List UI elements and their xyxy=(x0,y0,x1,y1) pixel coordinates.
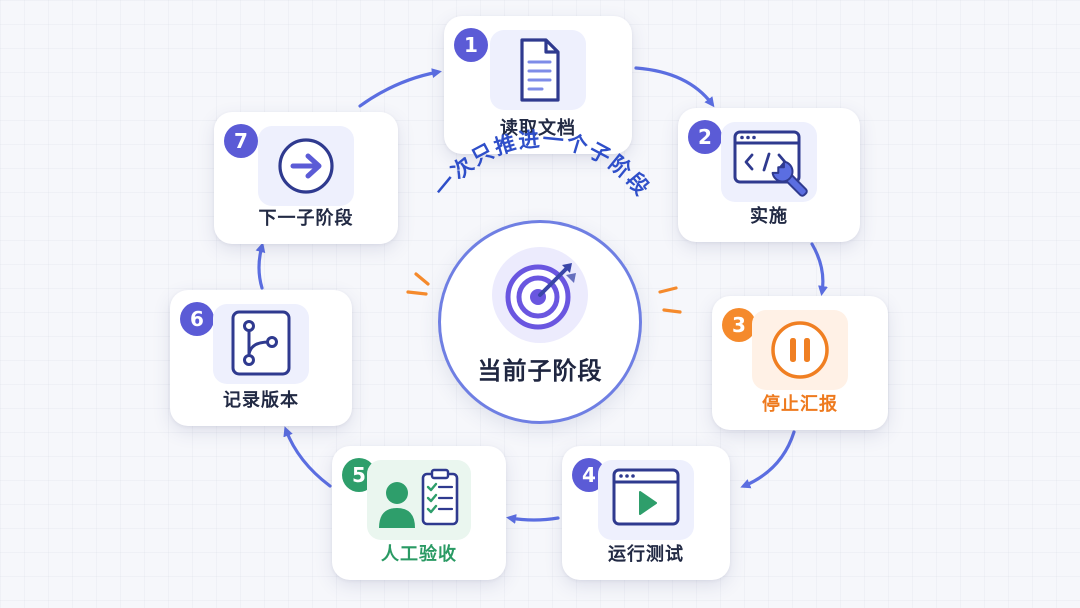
step-card-1[interactable]: 1 读取文档 xyxy=(444,16,632,154)
target-arrow-icon xyxy=(492,247,588,343)
step-label: 下一子阶段 xyxy=(258,208,354,229)
step-label: 运行测试 xyxy=(608,544,684,565)
step-number-badge: 3 xyxy=(722,308,756,342)
center-title: 当前子阶段 xyxy=(477,357,603,385)
arrow-right-circle-icon xyxy=(258,126,354,206)
play-window-icon xyxy=(598,460,694,540)
step-card-5[interactable]: 5 人工验收 xyxy=(332,446,506,580)
step-label: 实施 xyxy=(750,206,788,227)
arrow-2-to-3 xyxy=(810,242,828,296)
step-label: 记录版本 xyxy=(223,390,299,411)
branch-icon xyxy=(213,304,309,384)
arrow-5-to-6 xyxy=(283,426,332,488)
step-number-badge: 6 xyxy=(180,302,214,336)
arrow-7-to-1 xyxy=(358,68,442,108)
code-wrench-icon xyxy=(721,122,817,202)
document-icon xyxy=(490,30,586,110)
step-label: 读取文档 xyxy=(500,118,576,139)
arrow-1-to-2 xyxy=(634,66,715,108)
step-card-3[interactable]: 3 停止汇报 xyxy=(712,296,888,430)
step-card-6[interactable]: 6 记录版本 xyxy=(170,290,352,426)
step-label: 人工验收 xyxy=(381,544,457,565)
pause-icon xyxy=(752,310,848,390)
step-card-2[interactable]: 2 实施 xyxy=(678,108,860,242)
step-card-4[interactable]: 4 运行测试 xyxy=(562,446,730,580)
current-stage-hub: 当前子阶段 xyxy=(438,220,642,424)
step-number-badge: 2 xyxy=(688,120,722,154)
arrow-3-to-4 xyxy=(740,430,796,489)
person-checklist-icon xyxy=(367,460,471,540)
arrow-4-to-5 xyxy=(506,514,560,524)
step-label: 停止汇报 xyxy=(762,394,838,415)
step-number-badge: 1 xyxy=(454,28,488,62)
step-card-7[interactable]: 7 下一子阶段 xyxy=(214,112,398,244)
arrow-6-to-7 xyxy=(255,242,266,290)
step-number-badge: 7 xyxy=(224,124,258,158)
